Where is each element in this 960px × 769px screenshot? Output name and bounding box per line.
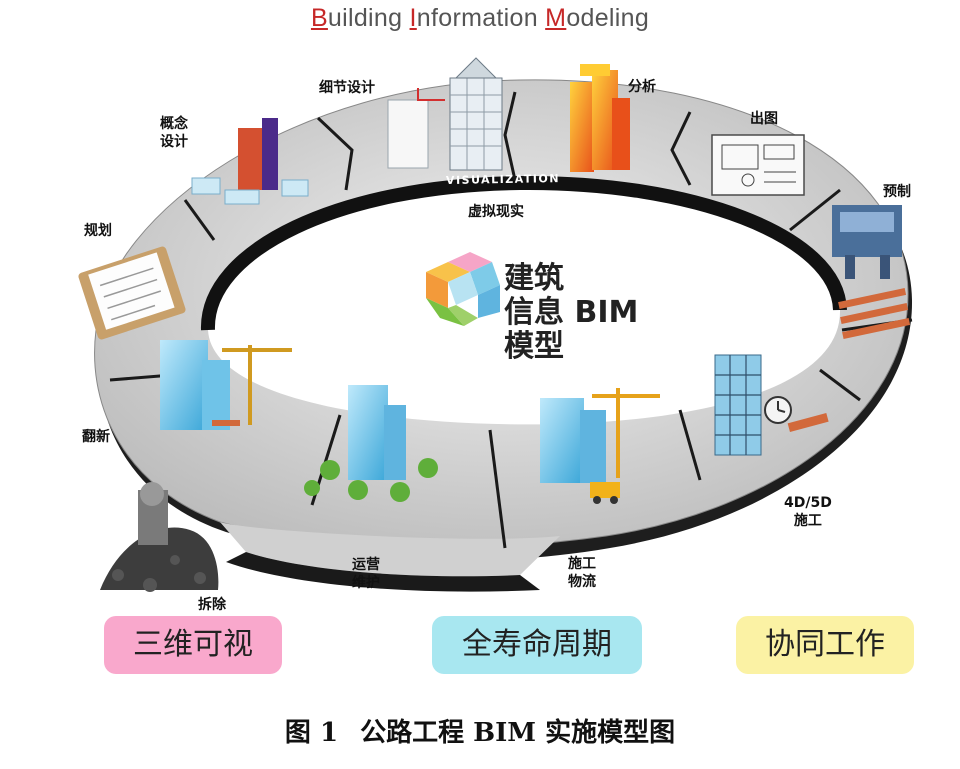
diagram-title: Building Information Modeling — [0, 4, 960, 33]
demolition-illustration — [100, 482, 219, 592]
ring-inner-rim — [200, 175, 847, 331]
stage-label-construction-4d5d: 4D/5D 施工 — [784, 495, 832, 529]
center-bim-word: BIM — [574, 295, 639, 330]
pill-collaboration: 协同工作 — [736, 616, 914, 674]
stage-label-demolition: 拆除 — [198, 597, 226, 613]
title-cap-i: I — [409, 4, 417, 32]
concept-design-illustration — [191, 118, 309, 205]
center-line-3: 模型 — [504, 329, 564, 364]
title-rest-i: nformation — [416, 4, 546, 32]
renovation-illustration — [160, 340, 292, 430]
title-rest-b: uilding — [327, 4, 410, 32]
stage-label-planning: 规划 — [84, 223, 112, 239]
prefabrication-illustration — [832, 205, 911, 339]
stage-label-analysis: 分析 — [628, 79, 656, 95]
bim-cube-logo — [426, 252, 500, 326]
ring-tail-edge — [226, 552, 540, 592]
analysis-illustration — [570, 64, 630, 172]
title-rest-m: odeling — [566, 4, 650, 32]
operation-maintenance-illustration — [304, 385, 438, 502]
visualization-label: VISUALIZATION — [445, 172, 561, 187]
figure-caption-text: 公路工程 BIM 实施模型图 — [360, 718, 676, 748]
construction-logistics-illustration — [540, 388, 660, 504]
virtual-reality-label: 虚拟现实 — [468, 204, 524, 220]
stage-label-renovation: 翻新 — [82, 429, 110, 445]
stage-label-concept-design: 概念 设计 — [160, 116, 188, 150]
title-cap-m: M — [545, 4, 567, 32]
stage-label-prefabrication: 预制 — [883, 184, 911, 200]
title-cap-b: B — [310, 4, 328, 32]
construction-4d5d-illustration — [714, 354, 829, 456]
ring-tail — [220, 522, 560, 577]
stage-label-detail-design: 细节设计 — [319, 80, 375, 96]
detail-design-illustration — [387, 57, 503, 171]
ring-hole — [207, 182, 841, 425]
stage-label-construction-logistics: 施工 物流 — [568, 556, 596, 590]
drawing-output-illustration — [711, 134, 805, 196]
planning-illustration — [78, 246, 186, 340]
pill-full-lifecycle: 全寿命周期 — [432, 616, 642, 674]
stage-label-drawing-output: 出图 — [750, 111, 778, 127]
pill-3d-visual: 三维可视 — [104, 616, 282, 674]
figure-caption: 图 1 公路工程 BIM 实施模型图 — [0, 712, 960, 749]
figure-number: 图 1 — [284, 718, 339, 748]
center-line-1: 建筑 — [504, 261, 564, 296]
stage-label-operation-maintenance: 运营 维护 — [352, 557, 380, 591]
center-line-2: 信息 BIM — [504, 295, 639, 330]
center-bim-title: 建筑 信息 BIM 模型 — [504, 262, 638, 364]
